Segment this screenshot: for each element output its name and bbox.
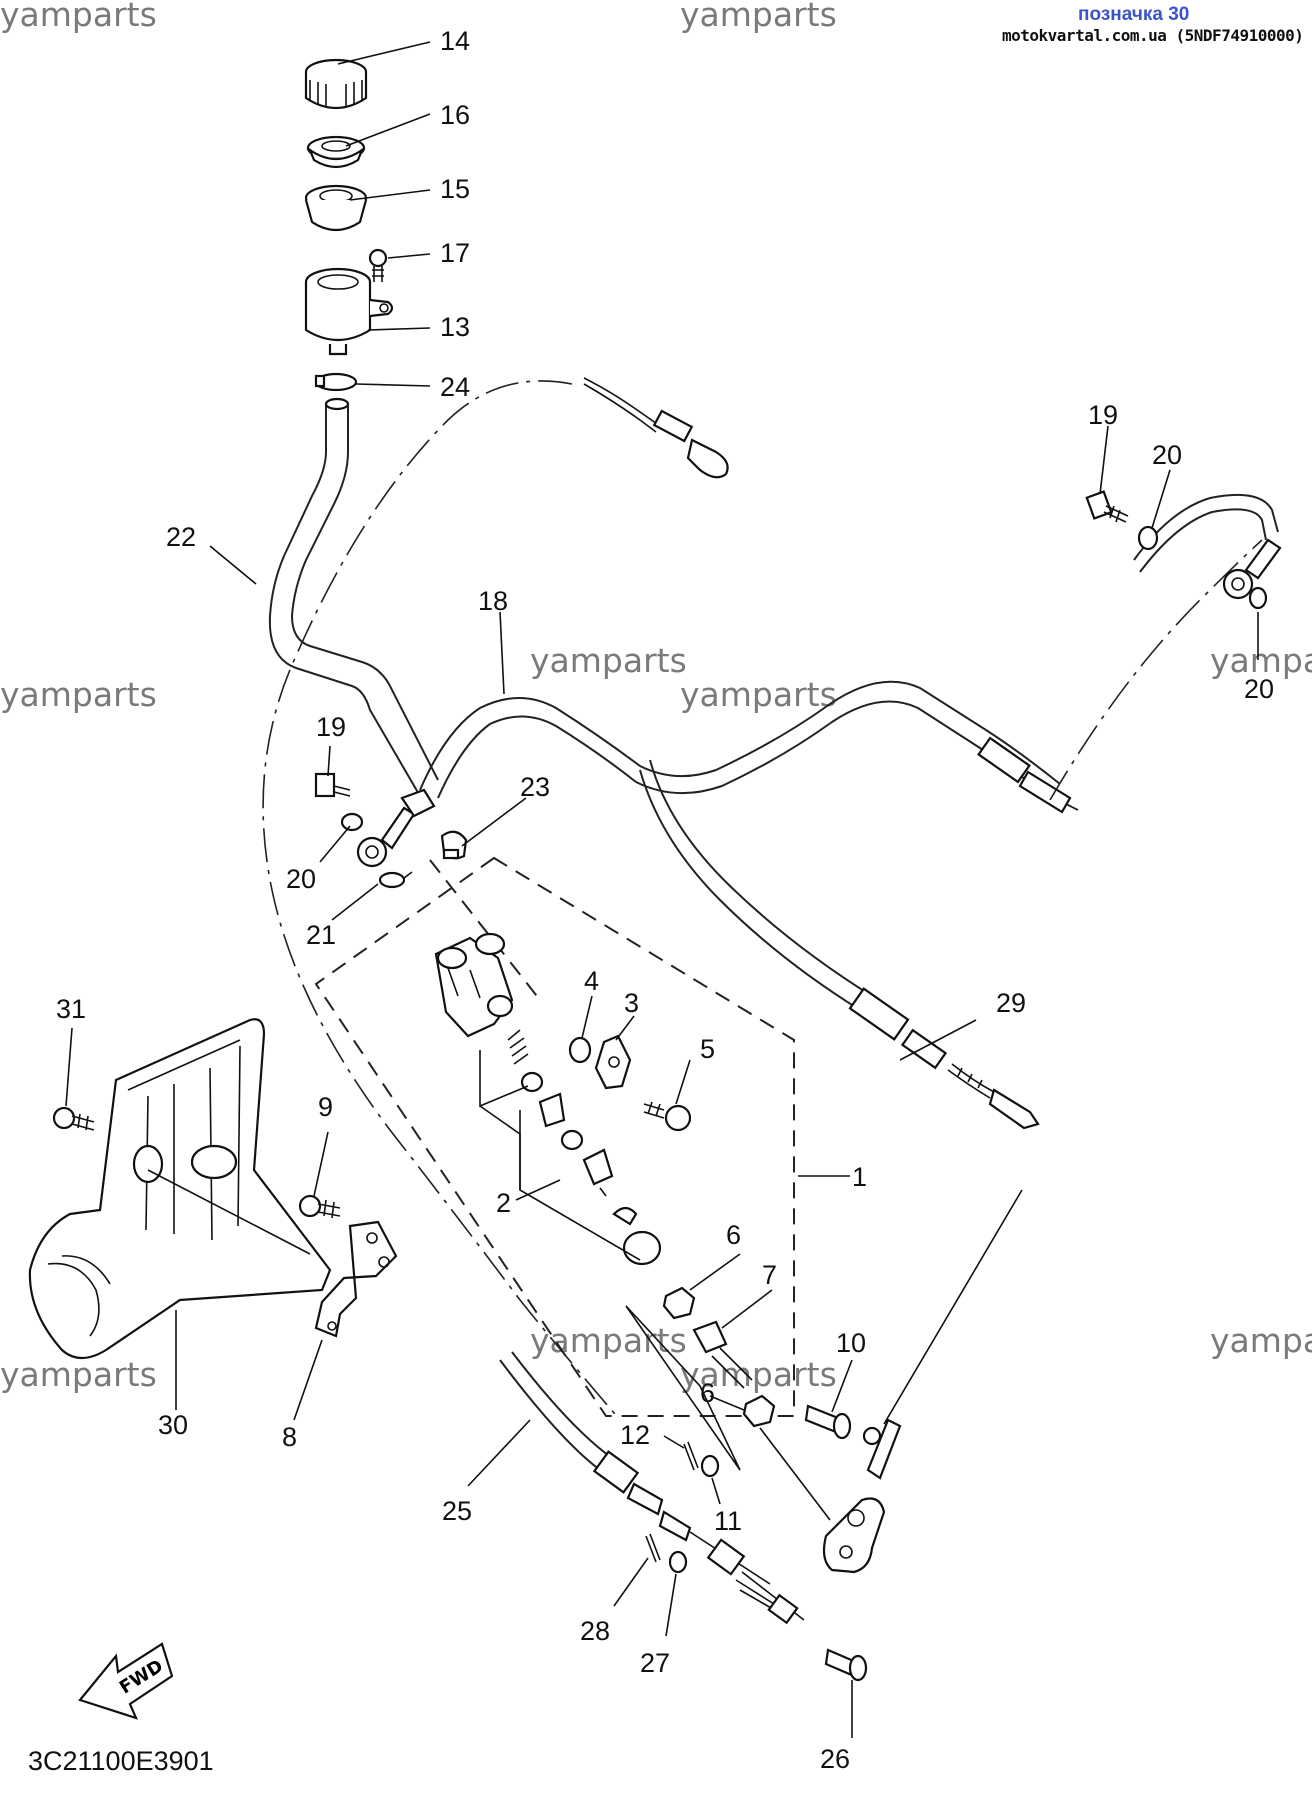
callout-4: 4: [584, 966, 599, 996]
diaphragm-15: [304, 184, 368, 232]
bolt-9: [298, 1194, 341, 1219]
callout-27: 27: [640, 1648, 670, 1678]
clutch-cable-chain: [262, 377, 729, 1421]
watermark: yamparts: [680, 0, 837, 34]
callout-26: 26: [820, 1744, 850, 1774]
union-bolt-19-top: [1085, 490, 1129, 523]
callout-17: 17: [440, 238, 470, 268]
banjo-left: [356, 788, 436, 868]
watermark: yamparts: [680, 1355, 837, 1394]
callout-20-top: 20: [1152, 440, 1182, 470]
fitting-3: [594, 1034, 632, 1090]
callout-numbers: 14 16 15 17 13 24 22 18 19 20 20 19 20 2…: [56, 26, 1274, 1774]
upper-brake-pipe: [1049, 493, 1282, 801]
clip-21: [378, 871, 413, 889]
callout-19-top: 19: [1088, 400, 1118, 430]
reservoir-hose-22: [268, 397, 439, 797]
watermark: yamparts: [530, 1321, 687, 1360]
watermark: yamparts: [680, 675, 837, 714]
callout-19-left: 19: [316, 712, 346, 742]
callout-20-right: 20: [1244, 674, 1274, 704]
master-cylinder-dashed-outline: [314, 856, 795, 1417]
washer-20-right: [1248, 586, 1268, 610]
push-rod-7: [692, 1320, 753, 1389]
o-ring-4: [568, 1036, 592, 1064]
callout-8: 8: [282, 1422, 297, 1452]
master-cylinder-body: [434, 932, 514, 1038]
callout-3: 3: [624, 988, 639, 1018]
bolt-31: [52, 1106, 95, 1131]
callout-21: 21: [306, 920, 336, 950]
watermark: yamparts: [1210, 1321, 1312, 1360]
header-title: позначка 30: [1078, 4, 1190, 25]
clevis-pin-26: [824, 1648, 868, 1682]
callout-11: 11: [714, 1506, 742, 1536]
callout-6-upper: 6: [726, 1220, 741, 1250]
watermarks: yamparts yamparts yamparts yamparts yamp…: [0, 0, 1312, 1394]
callout-14: 14: [440, 26, 470, 56]
callout-25: 25: [442, 1496, 472, 1526]
brake-cable-25: [499, 1351, 799, 1625]
watermark: yamparts: [0, 0, 157, 34]
washer-20-left: [340, 812, 364, 832]
nut-6-lower: [742, 1394, 776, 1428]
union-bolt-19-left: [314, 772, 351, 798]
callout-31: 31: [56, 994, 86, 1024]
screw-17: [368, 248, 388, 282]
callout-16: 16: [440, 100, 470, 130]
clamp-23: [440, 830, 468, 860]
fwd-arrow-icon: FWD: [78, 1642, 174, 1720]
callout-29: 29: [996, 988, 1026, 1018]
brake-hose-18: [419, 680, 1079, 814]
reservoir-cap-14: [304, 58, 368, 109]
header-subtitle: motokvartal.com.ua (5NDF74910000): [1002, 26, 1304, 45]
callout-13: 13: [440, 312, 470, 342]
watermark: yamparts: [0, 675, 157, 714]
hose-clamp-24: [314, 372, 358, 392]
callout-18: 18: [478, 586, 508, 616]
watermark: yamparts: [1210, 641, 1312, 680]
leader-lines: [65, 41, 1259, 1738]
callout-30: 30: [158, 1410, 188, 1440]
diaphragm-plate-16: [306, 135, 366, 169]
watermark: yamparts: [0, 1355, 157, 1394]
callout-5: 5: [700, 1034, 715, 1064]
bracket-8: [314, 1220, 398, 1338]
callout-9: 9: [318, 1092, 333, 1122]
rod-lines: [625, 1305, 741, 1471]
washer-11: [700, 1454, 720, 1478]
diagram-code: 3C21100E3901: [28, 1746, 214, 1776]
callout-12: 12: [620, 1420, 650, 1450]
watermark: yamparts: [530, 641, 687, 680]
callout-10: 10: [836, 1328, 866, 1358]
callout-22: 22: [166, 522, 196, 552]
washer-27: [668, 1550, 688, 1574]
nut-6-upper: [662, 1286, 696, 1320]
callout-24: 24: [440, 372, 470, 402]
callout-20-left: 20: [286, 864, 316, 894]
brake-hose-29: [639, 759, 1040, 1130]
heel-guard-30: [28, 1018, 332, 1360]
callout-6-lower: 6: [700, 1378, 715, 1408]
piston-kit-2: [479, 1029, 662, 1266]
reservoir-13: [304, 267, 394, 356]
callout-15: 15: [440, 174, 470, 204]
pin-10: [804, 1404, 852, 1440]
callout-7: 7: [762, 1260, 777, 1290]
cotter-pin-28: [645, 1533, 661, 1563]
callout-28: 28: [580, 1616, 610, 1646]
washer-20-top: [1137, 525, 1159, 551]
callout-23: 23: [520, 772, 550, 802]
callout-2: 2: [496, 1188, 511, 1218]
leader-bracket: [741, 1189, 1023, 1621]
brake-pedal-arm: [822, 1418, 902, 1574]
bolt-5: [643, 1101, 692, 1132]
cotter-pin-12: [683, 1441, 699, 1471]
callout-1: 1: [852, 1162, 867, 1192]
